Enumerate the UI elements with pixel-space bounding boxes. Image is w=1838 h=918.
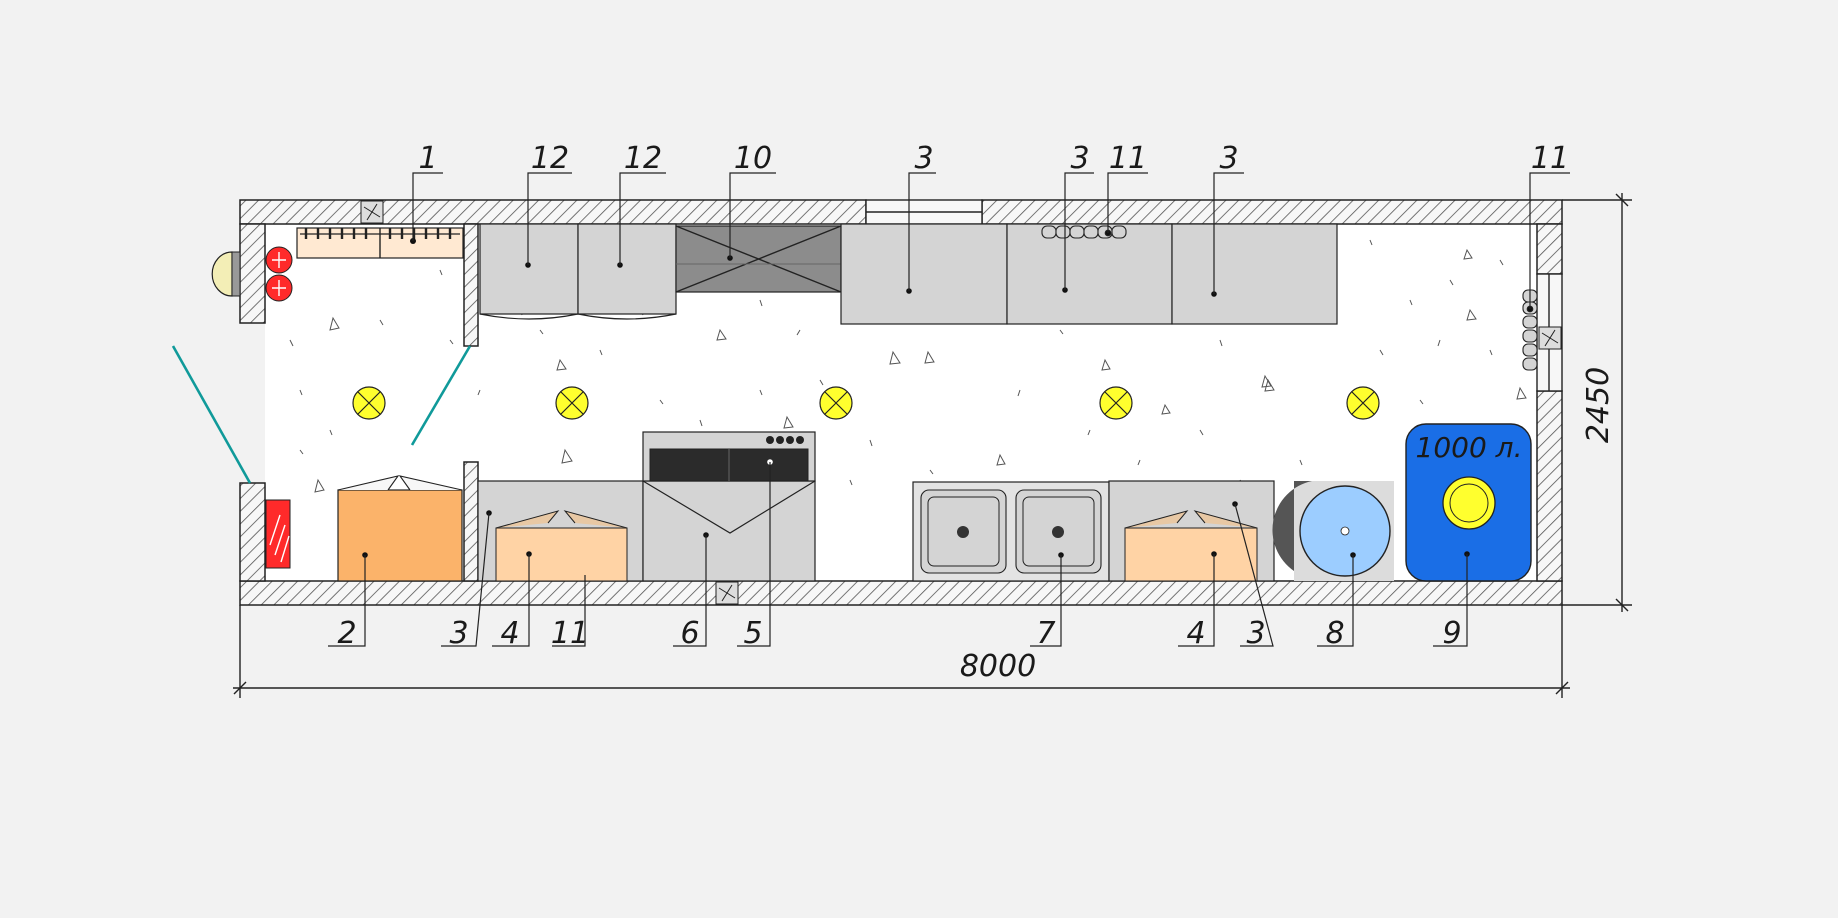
fire-extinguisher-icon: [265, 246, 293, 302]
leader-lines-bottom: [328, 462, 1468, 647]
work-table: [1006, 223, 1173, 325]
callout-label: 8: [1325, 616, 1344, 651]
length-dimension: 8000: [233, 605, 1570, 698]
wall-lamp-icon: [211, 251, 241, 297]
window-top: [865, 199, 983, 225]
callout-label: 3: [1219, 141, 1238, 176]
work-table: [1171, 223, 1338, 325]
callouts-top: 1 12 12 10 3 3 11 3 11: [418, 141, 1569, 176]
callout-label: 11: [1109, 141, 1147, 176]
water-tank: 1000 л.: [1405, 423, 1532, 582]
callout-label: 10: [734, 141, 772, 176]
electric-heater: [265, 499, 291, 569]
callout-label: 3: [1070, 141, 1089, 176]
callout-label: 3: [914, 141, 933, 176]
double-sink: [912, 481, 1110, 582]
storage-box: [337, 475, 463, 582]
callout-label: 11: [1531, 141, 1569, 176]
entry-door: [171, 345, 472, 484]
callout-label: 2: [337, 616, 356, 651]
width-dimension-label: 2450: [1581, 367, 1616, 443]
tank-capacity-label: 1000 л.: [1416, 431, 1523, 464]
callout-label: 4: [1186, 616, 1205, 651]
callout-label: 1: [418, 141, 437, 176]
leader-lines-top: [412, 172, 1570, 309]
callout-label: 11: [551, 616, 589, 651]
ceiling-light-icon: [352, 386, 1380, 420]
refrigerator-cabinet: [577, 223, 677, 320]
dough-tray: [495, 510, 628, 582]
vent-fan-icon: [715, 581, 739, 605]
water-barrel: [1272, 481, 1394, 581]
wall-shelf: [296, 227, 464, 259]
exhaust-hood: [675, 225, 842, 293]
vent-fan-icon: [360, 200, 384, 224]
dough-tray: [1124, 510, 1258, 582]
callout-label: 4: [500, 616, 519, 651]
work-table: [840, 223, 1008, 325]
callout-label: 12: [624, 141, 662, 176]
length-dimension-label: 8000: [960, 649, 1036, 684]
callouts-bottom: 2 3 4 11 6 5 7 4 3 8 9: [337, 616, 1461, 651]
callout-label: 3: [1246, 616, 1265, 651]
callout-label: 9: [1442, 616, 1461, 651]
callout-label: 3: [449, 616, 468, 651]
callout-label: 7: [1036, 616, 1055, 651]
vent-fan-icon: [1538, 326, 1562, 350]
stove: [642, 480, 816, 582]
callout-label: 5: [743, 616, 762, 651]
callout-label: 6: [680, 616, 699, 651]
width-dimension: 2450: [1562, 193, 1632, 612]
refrigerator-cabinet: [479, 223, 579, 320]
oven: [642, 431, 816, 482]
callout-label: 12: [531, 141, 569, 176]
